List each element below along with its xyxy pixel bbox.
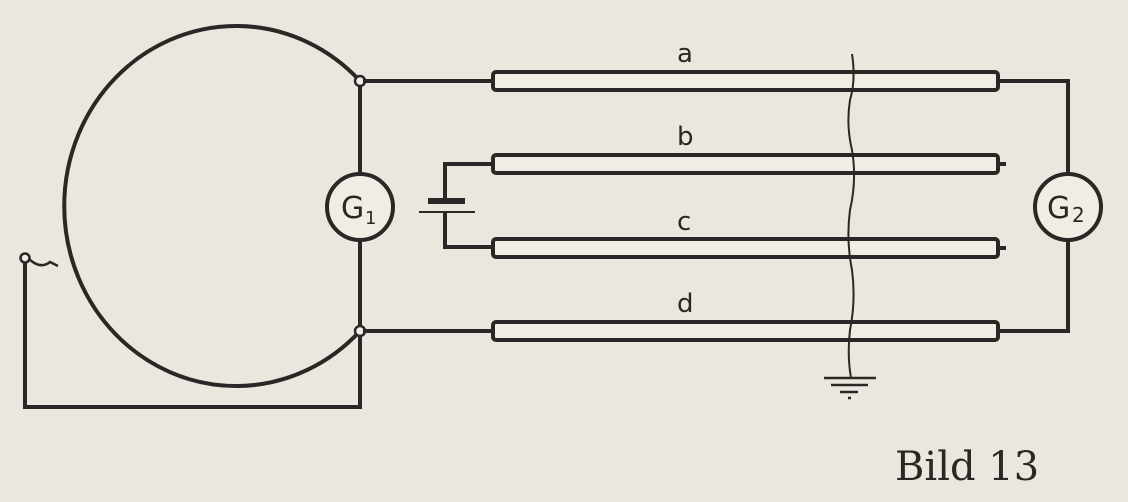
cable-loop-arc <box>62 24 363 388</box>
figure-caption: Bild 13 <box>895 444 1039 490</box>
label-b: b <box>677 122 694 152</box>
ground-icon <box>824 376 876 400</box>
battery-wire <box>443 162 495 249</box>
g1-sub: 1 <box>365 208 376 229</box>
conductor-c <box>491 237 1000 259</box>
label-d: d <box>677 289 694 319</box>
conductor-d <box>491 320 1000 342</box>
galvanometer-g1 <box>325 172 395 242</box>
label-a: a <box>677 39 693 69</box>
g2-sub: 2 <box>1072 203 1085 227</box>
sliding-contact <box>27 257 59 268</box>
return-wire <box>23 260 362 409</box>
g2-wire <box>996 79 1070 333</box>
galvanometer-g2 <box>1033 172 1103 242</box>
g2-label: G <box>1047 191 1070 226</box>
label-c: c <box>677 207 691 237</box>
terminal-left <box>19 252 31 264</box>
conductor-b <box>491 153 1000 175</box>
section-break-line <box>847 53 856 379</box>
conductor-a <box>491 70 1000 92</box>
g1-label: G <box>341 191 364 226</box>
